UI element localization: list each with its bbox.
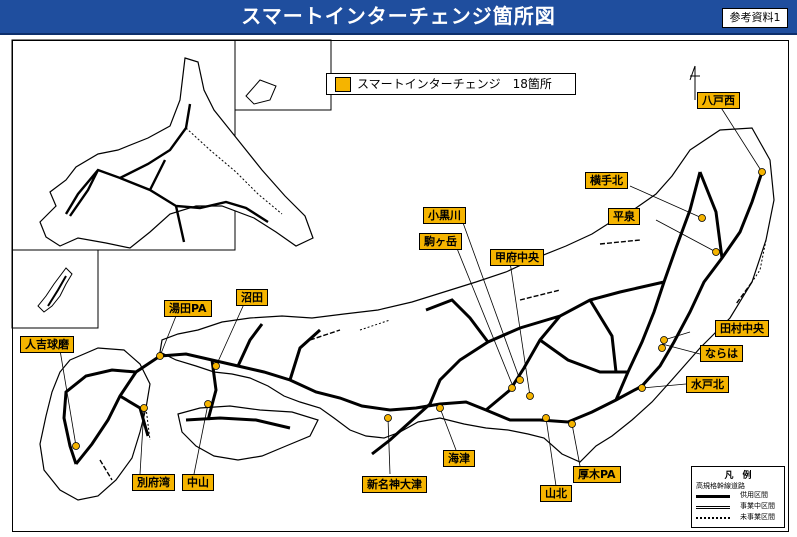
ic-marker — [212, 362, 220, 370]
legend-text: スマートインターチェンジ 18箇所 — [357, 77, 552, 91]
ic-marker — [384, 414, 392, 422]
kyushu-outline — [39, 347, 151, 501]
ic-marker — [72, 442, 80, 450]
label-nakayama: 中山 — [182, 474, 214, 491]
label-naraha: ならは — [700, 345, 743, 362]
ic-marker — [638, 384, 646, 392]
ic-marker — [712, 248, 720, 256]
label-yokote-kita: 横手北 — [585, 172, 628, 189]
label-komagatake: 駒ヶ岳 — [419, 233, 462, 250]
ic-marker — [204, 400, 212, 408]
solid-line-icon — [696, 495, 730, 498]
label-beppu-wan: 別府湾 — [132, 474, 175, 491]
leader-lines — [59, 105, 763, 487]
ic-marker — [508, 384, 516, 392]
ic-marker — [758, 168, 766, 176]
ic-marker — [658, 344, 666, 352]
ic-marker — [542, 414, 550, 422]
ic-marker — [156, 352, 164, 360]
reference-badge: 参考資料1 — [722, 8, 788, 28]
hanrei-subtitle: 高規格幹線道路 — [696, 482, 745, 490]
okinawa-outline — [37, 267, 73, 313]
label-yuda-pa: 湯田PA — [164, 300, 212, 317]
label-hiraizumi: 平泉 — [608, 208, 640, 225]
hanrei-row-label: 未事業区間 — [740, 513, 775, 521]
label-hitoyoshi-kuma: 人吉球磨 — [20, 336, 74, 353]
label-hachinohe-nishi: 八戸西 — [697, 92, 740, 109]
double-line-icon — [696, 506, 730, 509]
hanrei-row-label: 事業中区間 — [740, 502, 775, 510]
label-yamakita: 山北 — [540, 485, 572, 502]
hanrei-legend: 凡 例 高規格幹線道路 供用区間 事業中区間 未事業区間 — [691, 466, 785, 528]
north-arrow-icon — [689, 65, 700, 100]
ic-marker — [660, 336, 668, 344]
hanrei-row-label: 供用区間 — [740, 491, 768, 499]
label-atsugi-pa: 厚木PA — [573, 466, 621, 483]
label-koguro-gawa: 小黒川 — [423, 207, 466, 224]
label-tamura-chuo: 田村中央 — [715, 320, 769, 337]
ic-marker — [140, 404, 148, 412]
honshu-outline — [159, 127, 775, 463]
dotted-line-icon — [696, 517, 730, 519]
hokkaido-outline — [39, 57, 314, 249]
ic-marker — [436, 404, 444, 412]
ic-marker — [526, 392, 534, 400]
label-shin-meishin-otsu: 新名神大津 — [362, 476, 427, 493]
shikoku-outline — [177, 405, 319, 461]
hanrei-row-construction: 事業中区間 — [696, 502, 782, 511]
legend-box: スマートインターチェンジ 18箇所 — [326, 73, 576, 95]
legend-swatch — [335, 77, 351, 92]
ic-marker — [516, 376, 524, 384]
hanrei-row-open: 供用区間 — [696, 491, 782, 500]
ic-marker — [698, 214, 706, 222]
hokkaido-roads-plan — [185, 127, 283, 215]
expressway-network — [62, 171, 764, 465]
label-numata: 沼田 — [236, 289, 268, 306]
okinawa-inset-frame — [11, 249, 99, 329]
title-bar — [0, 0, 797, 35]
label-kofu-chuo: 甲府中央 — [490, 249, 544, 266]
hanrei-row-unplanned: 未事業区間 — [696, 513, 782, 522]
label-kaizu: 海津 — [443, 450, 475, 467]
smart-ic-markers — [72, 168, 766, 450]
ic-marker — [568, 420, 576, 428]
expressway-unplanned — [145, 239, 767, 441]
islands-inset-coast — [245, 79, 277, 105]
label-mito-kita: 水戸北 — [686, 376, 729, 393]
hanrei-title: 凡 例 — [724, 471, 752, 481]
hokkaido-roads — [64, 103, 269, 243]
page-title: スマートインターチェンジ箇所図 — [241, 4, 556, 28]
